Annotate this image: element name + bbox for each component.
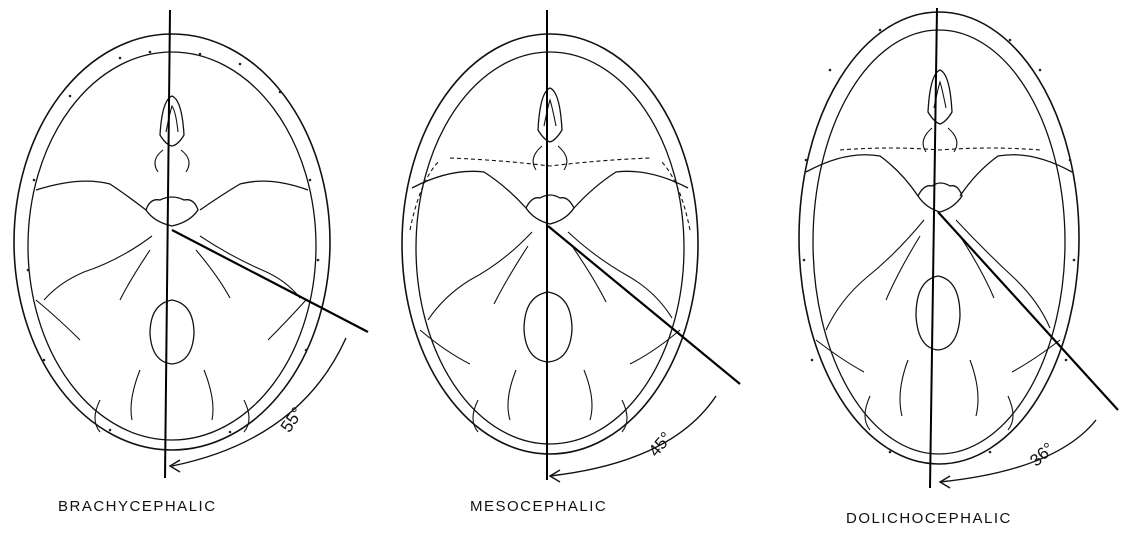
crista-galli	[538, 88, 562, 142]
skull-label: MESOCEPHALIC	[470, 498, 607, 515]
petrous-angle-line	[548, 226, 740, 384]
petrous-ridge	[826, 220, 1050, 330]
skull-dolichocephalic: 36° DOLICHOCEPHALIC	[799, 8, 1118, 527]
sella-turcica	[146, 197, 198, 226]
skull-inner-outline	[813, 30, 1065, 454]
angle-label: 55°	[277, 404, 307, 436]
sella-turcica	[526, 195, 574, 224]
skull-inner-outline	[416, 52, 684, 444]
foramen-magnum	[150, 300, 194, 364]
skull-label: DOLICHOCEPHALIC	[846, 510, 1012, 527]
angle-label: 36°	[1026, 439, 1058, 470]
skull-label: BRACHYCEPHALIC	[58, 498, 217, 515]
midline-axis	[930, 8, 937, 488]
petrous-ridge	[44, 236, 300, 300]
skull-brachycephalic: 55° BRACHYCEPHALIC	[14, 10, 368, 515]
angle-arc	[940, 420, 1096, 482]
angle-arc	[550, 396, 716, 476]
skull-outline	[799, 12, 1079, 464]
crista-galli	[160, 96, 184, 146]
sella-turcica	[918, 183, 962, 212]
crista-galli	[928, 70, 952, 124]
petrous-angle-line	[172, 230, 368, 332]
skull-outline	[402, 34, 698, 454]
petrous-ridge	[428, 232, 672, 320]
lesser-wing	[806, 155, 1072, 196]
angle-label: 45°	[645, 428, 676, 460]
foramen-magnum	[916, 276, 960, 350]
bone-texture	[803, 29, 1076, 454]
skull-inner-outline	[28, 52, 316, 440]
lesser-wing	[412, 171, 688, 208]
lesser-wing	[36, 181, 308, 210]
petrous-angle-line	[938, 212, 1118, 410]
skull-mesocephalic: 45° MESOCEPHALIC	[402, 10, 740, 515]
midline-axis	[165, 10, 170, 478]
